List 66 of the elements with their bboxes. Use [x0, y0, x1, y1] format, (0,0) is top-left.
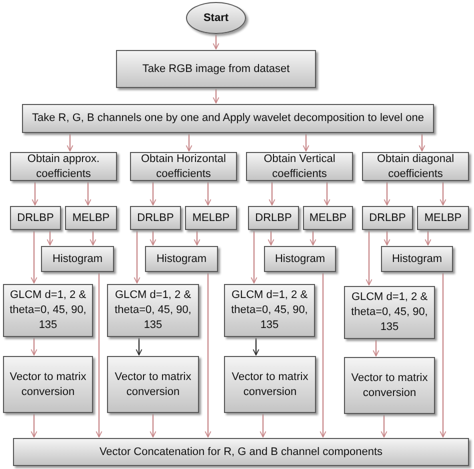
arrow: [84, 182, 92, 206]
arrow: [96, 273, 102, 438]
arrow: [424, 231, 432, 246]
process-box: Vector to matrix conversion: [3, 356, 93, 413]
arrow: [440, 273, 446, 438]
process-box: MELBP: [303, 206, 353, 230]
process-box: Obtain Horizontal coefficients: [130, 152, 237, 181]
process-box: DRLBP: [130, 206, 181, 230]
arrow: [302, 134, 310, 152]
process-box: GLCM d=1, 2 & theta=0, 45, 90, 135: [3, 284, 93, 337]
arrow: [150, 414, 156, 438]
arrow: [136, 338, 142, 356]
arrow: [204, 182, 212, 206]
process-box: MELBP: [185, 206, 237, 230]
process-box: Histogram: [264, 246, 336, 272]
arrow: [384, 231, 390, 246]
arrow: [194, 231, 200, 246]
arrow: [46, 231, 54, 246]
process-box: Histogram: [145, 246, 218, 272]
process-box: GLCM d=1, 2 & theta=0, 45, 90, 135: [224, 284, 315, 337]
arrow: [204, 273, 212, 438]
arrow: [320, 273, 326, 438]
process-box: Histogram: [41, 246, 114, 272]
arrow: [268, 182, 276, 206]
arrow: [186, 134, 192, 152]
process-box: Vector Concatenation for R, G and B channel components: [13, 438, 469, 466]
process-box: DRLBP: [248, 206, 299, 230]
process-box: Vector to matrix conversion: [107, 356, 199, 413]
arrow: [418, 134, 426, 152]
arrow: [66, 134, 74, 152]
process-box: Histogram: [381, 246, 453, 272]
arrow: [212, 89, 220, 104]
arrow: [380, 415, 388, 438]
arrow: [310, 231, 316, 246]
arrow: [32, 182, 38, 206]
process-box: MELBP: [417, 206, 469, 230]
arrow: [324, 182, 330, 206]
arrow: [260, 414, 266, 438]
arrow: [30, 414, 38, 438]
arrow: [30, 338, 38, 356]
process-box: Vector to matrix conversion: [224, 356, 316, 413]
arrow: [252, 338, 260, 356]
process-box: Take R, G, B channels one by one and Apply wavelet decomposition to level one: [22, 104, 434, 133]
process-box: Obtain approx. coefficients: [10, 152, 117, 181]
process-box: GLCM d=1, 2 & theta=0, 45, 90, 135: [107, 284, 199, 337]
arrow: [440, 182, 446, 206]
arrow: [250, 231, 258, 284]
arrow: [134, 231, 140, 284]
process-box: GLCM d=1, 2 & theta=0, 45, 90, 135: [344, 286, 435, 339]
start-oval: Start: [186, 2, 246, 34]
process-box: Obtain Vertical coefficients: [246, 152, 353, 181]
arrow: [366, 231, 372, 286]
process-box: DRLBP: [362, 206, 413, 230]
process-box: Vector to matrix conversion: [344, 357, 435, 414]
arrow: [30, 231, 38, 284]
arrow: [90, 231, 96, 246]
arrow: [212, 35, 220, 50]
process-box: DRLBP: [10, 206, 61, 230]
arrow: [150, 231, 156, 246]
arrow: [384, 182, 390, 206]
process-box: MELBP: [65, 206, 117, 230]
arrow: [150, 182, 156, 206]
process-box: Obtain diagonal coefficients: [362, 152, 469, 181]
arrow: [372, 340, 380, 356]
process-box: Take RGB image from dataset: [116, 50, 316, 88]
arrow: [268, 231, 274, 246]
